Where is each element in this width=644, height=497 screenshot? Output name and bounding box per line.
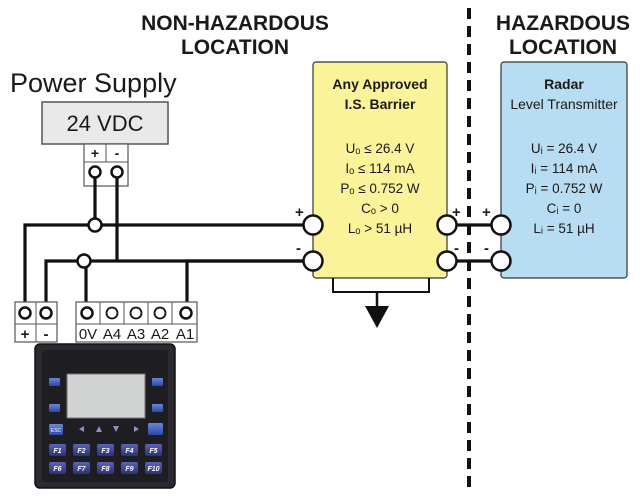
esc-key-label: ESC (51, 428, 62, 434)
barrier-right-plus-label: + (452, 204, 461, 221)
terminal-a3-label: A3 (127, 326, 145, 343)
screw-terminal (18, 306, 32, 320)
hazardous-heading-line2: LOCATION (509, 36, 617, 59)
radar-plus-label: + (482, 204, 491, 221)
f9-key (121, 462, 138, 474)
enter-key (148, 423, 163, 435)
radar-spec: Iᵢ = 114 mA (531, 161, 598, 176)
f1-key (49, 444, 66, 456)
f7-key-label: F7 (77, 466, 86, 473)
power-supply-plus-label: + (91, 145, 99, 161)
non-hazardous-heading-line1: NON-HAZARDOUS (141, 12, 329, 35)
power-supply-minus-label: - (115, 145, 120, 161)
screw-terminal (153, 306, 167, 320)
radar-spec: Uᵢ = 26.4 V (531, 141, 597, 156)
f10-key-label: F10 (147, 466, 159, 473)
f3-key-label: F3 (101, 448, 109, 455)
barrier-terminal-left-plus (302, 214, 324, 236)
f7-key (73, 462, 90, 474)
left-arrow-key (49, 378, 60, 386)
hazardous-heading-line1: HAZARDOUS (496, 12, 630, 35)
barrier-terminal-right-minus (436, 250, 458, 272)
terminal-a4-label: A4 (103, 326, 121, 343)
screw-terminal (105, 306, 119, 320)
ground-symbol (332, 278, 430, 328)
is-barrier-spec: Iₒ ≤ 114 mA (345, 161, 414, 176)
radar-terminal-plus (490, 214, 512, 236)
wire-a1-to-barrier (185, 259, 313, 310)
right-arrow-key (152, 404, 163, 412)
f5-key (145, 444, 162, 456)
radar-spec: Pᵢ = 0.752 W (526, 181, 603, 196)
power-supply-title: Power Supply (10, 68, 177, 98)
f1-key-label: F1 (53, 448, 61, 455)
wires (23, 172, 501, 310)
screw-terminal (80, 306, 94, 320)
non-hazardous-heading-line2: LOCATION (181, 36, 289, 59)
radar-subtitle: Level Transmitter (510, 96, 618, 112)
f2-key (73, 444, 90, 456)
barrier-terminal-right-plus (436, 214, 458, 236)
f4-key (121, 444, 138, 456)
power-supply-voltage: 24 VDC (66, 111, 143, 136)
is-barrier-title-line1: Any Approved (332, 76, 427, 92)
f3-key (97, 444, 114, 456)
barrier-terminal-left-minus (302, 250, 324, 272)
esc-key (49, 424, 63, 435)
screw-terminal (110, 165, 124, 179)
controller-display (66, 373, 146, 419)
terminal-a2-label: A2 (151, 326, 169, 343)
function-keys: F1 F2 F3 F4 F5 F6 F7 F8 F9 F10 (49, 444, 162, 474)
barrier-left-minus-label: - (296, 240, 301, 257)
radar-title: Radar (544, 76, 584, 92)
controller-plus-label: + (21, 326, 30, 343)
f10-key (145, 462, 162, 474)
screw-terminal (88, 165, 102, 179)
f9-key-label: F9 (125, 466, 133, 473)
radar-minus-label: - (484, 240, 489, 257)
navigation-keys (79, 426, 139, 432)
f8-key-label: F8 (101, 466, 109, 473)
barrier-left-plus-label: + (295, 204, 304, 221)
radar-spec: Cᵢ = 0 (547, 201, 582, 216)
terminal-0v-label: 0V (79, 326, 97, 343)
is-barrier-title-line2: I.S. Barrier (345, 96, 416, 112)
wire-junction-dot (87, 217, 103, 233)
is-barrier-box (312, 61, 448, 279)
screw-terminal (179, 306, 193, 320)
radar-terminal-minus (490, 250, 512, 272)
f2-key-label: F2 (77, 448, 85, 455)
is-barrier-spec: Cₒ > 0 (361, 201, 399, 216)
wire-junction-dot (76, 253, 92, 269)
f6-key (49, 462, 66, 474)
is-barrier-spec: Lₒ > 51 µH (348, 221, 412, 236)
wire-supply-plus (23, 172, 313, 310)
is-barrier-spec: Uₒ ≤ 26.4 V (346, 141, 415, 156)
radar-spec: Lᵢ = 51 µH (533, 221, 594, 236)
barrier-right-minus-label: - (454, 240, 459, 257)
f6-key-label: F6 (53, 466, 61, 473)
controller-minus-label: - (44, 326, 49, 343)
radar-transmitter-box (500, 61, 628, 279)
terminal-a1-label: A1 (176, 326, 194, 343)
right-arrow-key (152, 378, 163, 386)
f8-key (97, 462, 114, 474)
f4-key-label: F4 (125, 448, 133, 455)
left-arrow-key (49, 404, 60, 412)
screw-terminal (39, 306, 53, 320)
is-barrier-spec: Pₒ ≤ 0.752 W (340, 181, 420, 196)
screw-terminal (129, 306, 143, 320)
f5-key-label: F5 (149, 448, 157, 455)
